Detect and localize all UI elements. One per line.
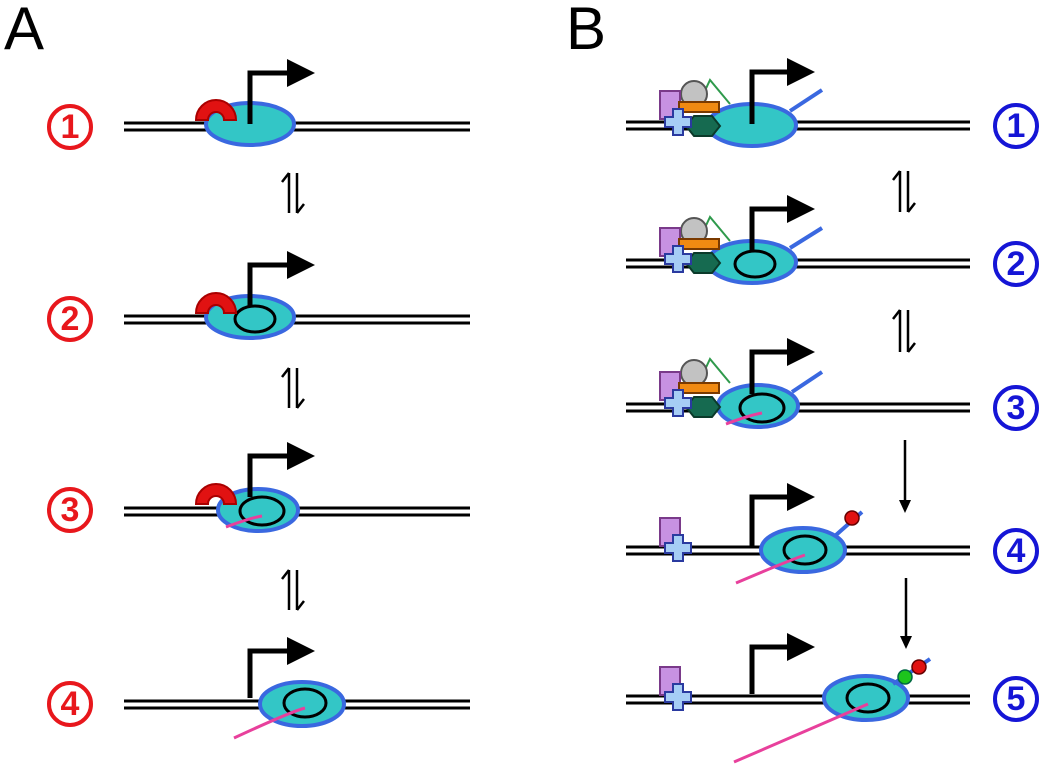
step-badge-b-3: 3 — [993, 385, 1039, 431]
repressor-protein — [194, 292, 238, 314]
ctd-tail — [790, 370, 824, 394]
dna-bubble — [845, 682, 891, 714]
panel-b-step-1 — [626, 58, 970, 148]
nascent-rna — [233, 706, 306, 740]
ctd-tail — [788, 226, 824, 250]
dna-duplex — [124, 121, 470, 132]
panel-b-step-5 — [626, 633, 970, 764]
arrowhead — [787, 483, 815, 511]
step-badge-b-4: 4 — [993, 528, 1039, 574]
tss-arrow — [749, 349, 790, 394]
step-badge-a-1: 1 — [47, 104, 93, 150]
panel-b-label: B — [566, 0, 607, 62]
step-badge-a-2: 2 — [47, 296, 93, 342]
dna-bubble — [233, 304, 277, 334]
equilibrium-arrow — [892, 309, 916, 353]
phospho-ser2 — [897, 669, 913, 685]
equilibrium-arrow — [281, 367, 305, 409]
tf-orange-bar — [678, 101, 720, 113]
forward-arrow — [900, 578, 912, 649]
tss-arrow — [749, 644, 790, 694]
step-badge-a-3: 3 — [47, 487, 93, 533]
panel-a-step-1 — [124, 59, 470, 147]
step-badge-b-1: 1 — [993, 103, 1039, 149]
equilibrium-arrow — [281, 172, 305, 214]
equilibrium-arrow — [892, 170, 916, 213]
tf-blue-cross — [664, 683, 692, 711]
panel-a-label: A — [4, 0, 45, 62]
step-badge-b-5: 5 — [993, 676, 1039, 722]
tss-arrow — [247, 262, 290, 306]
phospho-ser5 — [844, 510, 860, 526]
forward-arrow — [899, 440, 911, 513]
ctd-tail — [788, 88, 824, 113]
repressor-protein — [194, 99, 238, 121]
nascent-rna — [733, 702, 869, 764]
tss-arrow — [749, 69, 790, 124]
tf-blue-cross — [664, 108, 692, 136]
arrowhead — [287, 637, 315, 665]
repressor-protein — [194, 483, 238, 505]
dna-bubble — [782, 534, 828, 566]
panel-a-step-4 — [124, 637, 470, 740]
tf-blue-cross — [664, 389, 692, 417]
arrowhead — [787, 338, 815, 366]
nascent-rna — [225, 514, 263, 529]
panel-b-step-3 — [626, 338, 970, 429]
arrowhead — [787, 633, 815, 661]
panel-a-step-3 — [124, 442, 470, 533]
arrowhead — [287, 59, 315, 87]
tf-blue-cross — [664, 245, 692, 273]
tf-orange-bar — [678, 382, 720, 394]
tss-arrow — [749, 206, 790, 251]
tss-arrow — [247, 453, 290, 497]
tss-arrow — [247, 648, 290, 698]
tf-blue-cross — [664, 534, 692, 562]
equilibrium-arrow — [281, 569, 305, 611]
dna-bubble — [733, 249, 777, 279]
dna-duplex — [124, 314, 470, 325]
nascent-rna — [735, 553, 806, 585]
tss-arrow — [247, 70, 290, 124]
arrowhead — [787, 58, 815, 86]
panel-a-step-2 — [124, 251, 470, 340]
panel-b-step-4 — [626, 483, 970, 585]
step-badge-a-4: 4 — [47, 681, 93, 727]
arrowhead — [787, 195, 815, 223]
nascent-rna — [725, 411, 763, 426]
arrowhead — [287, 251, 315, 279]
arrowhead — [287, 442, 315, 470]
panel-b-step-2 — [626, 195, 970, 285]
step-badge-b-2: 2 — [993, 241, 1039, 287]
tss-arrow — [749, 494, 790, 546]
tf-orange-bar — [678, 238, 720, 250]
phospho-ser5 — [911, 659, 927, 675]
